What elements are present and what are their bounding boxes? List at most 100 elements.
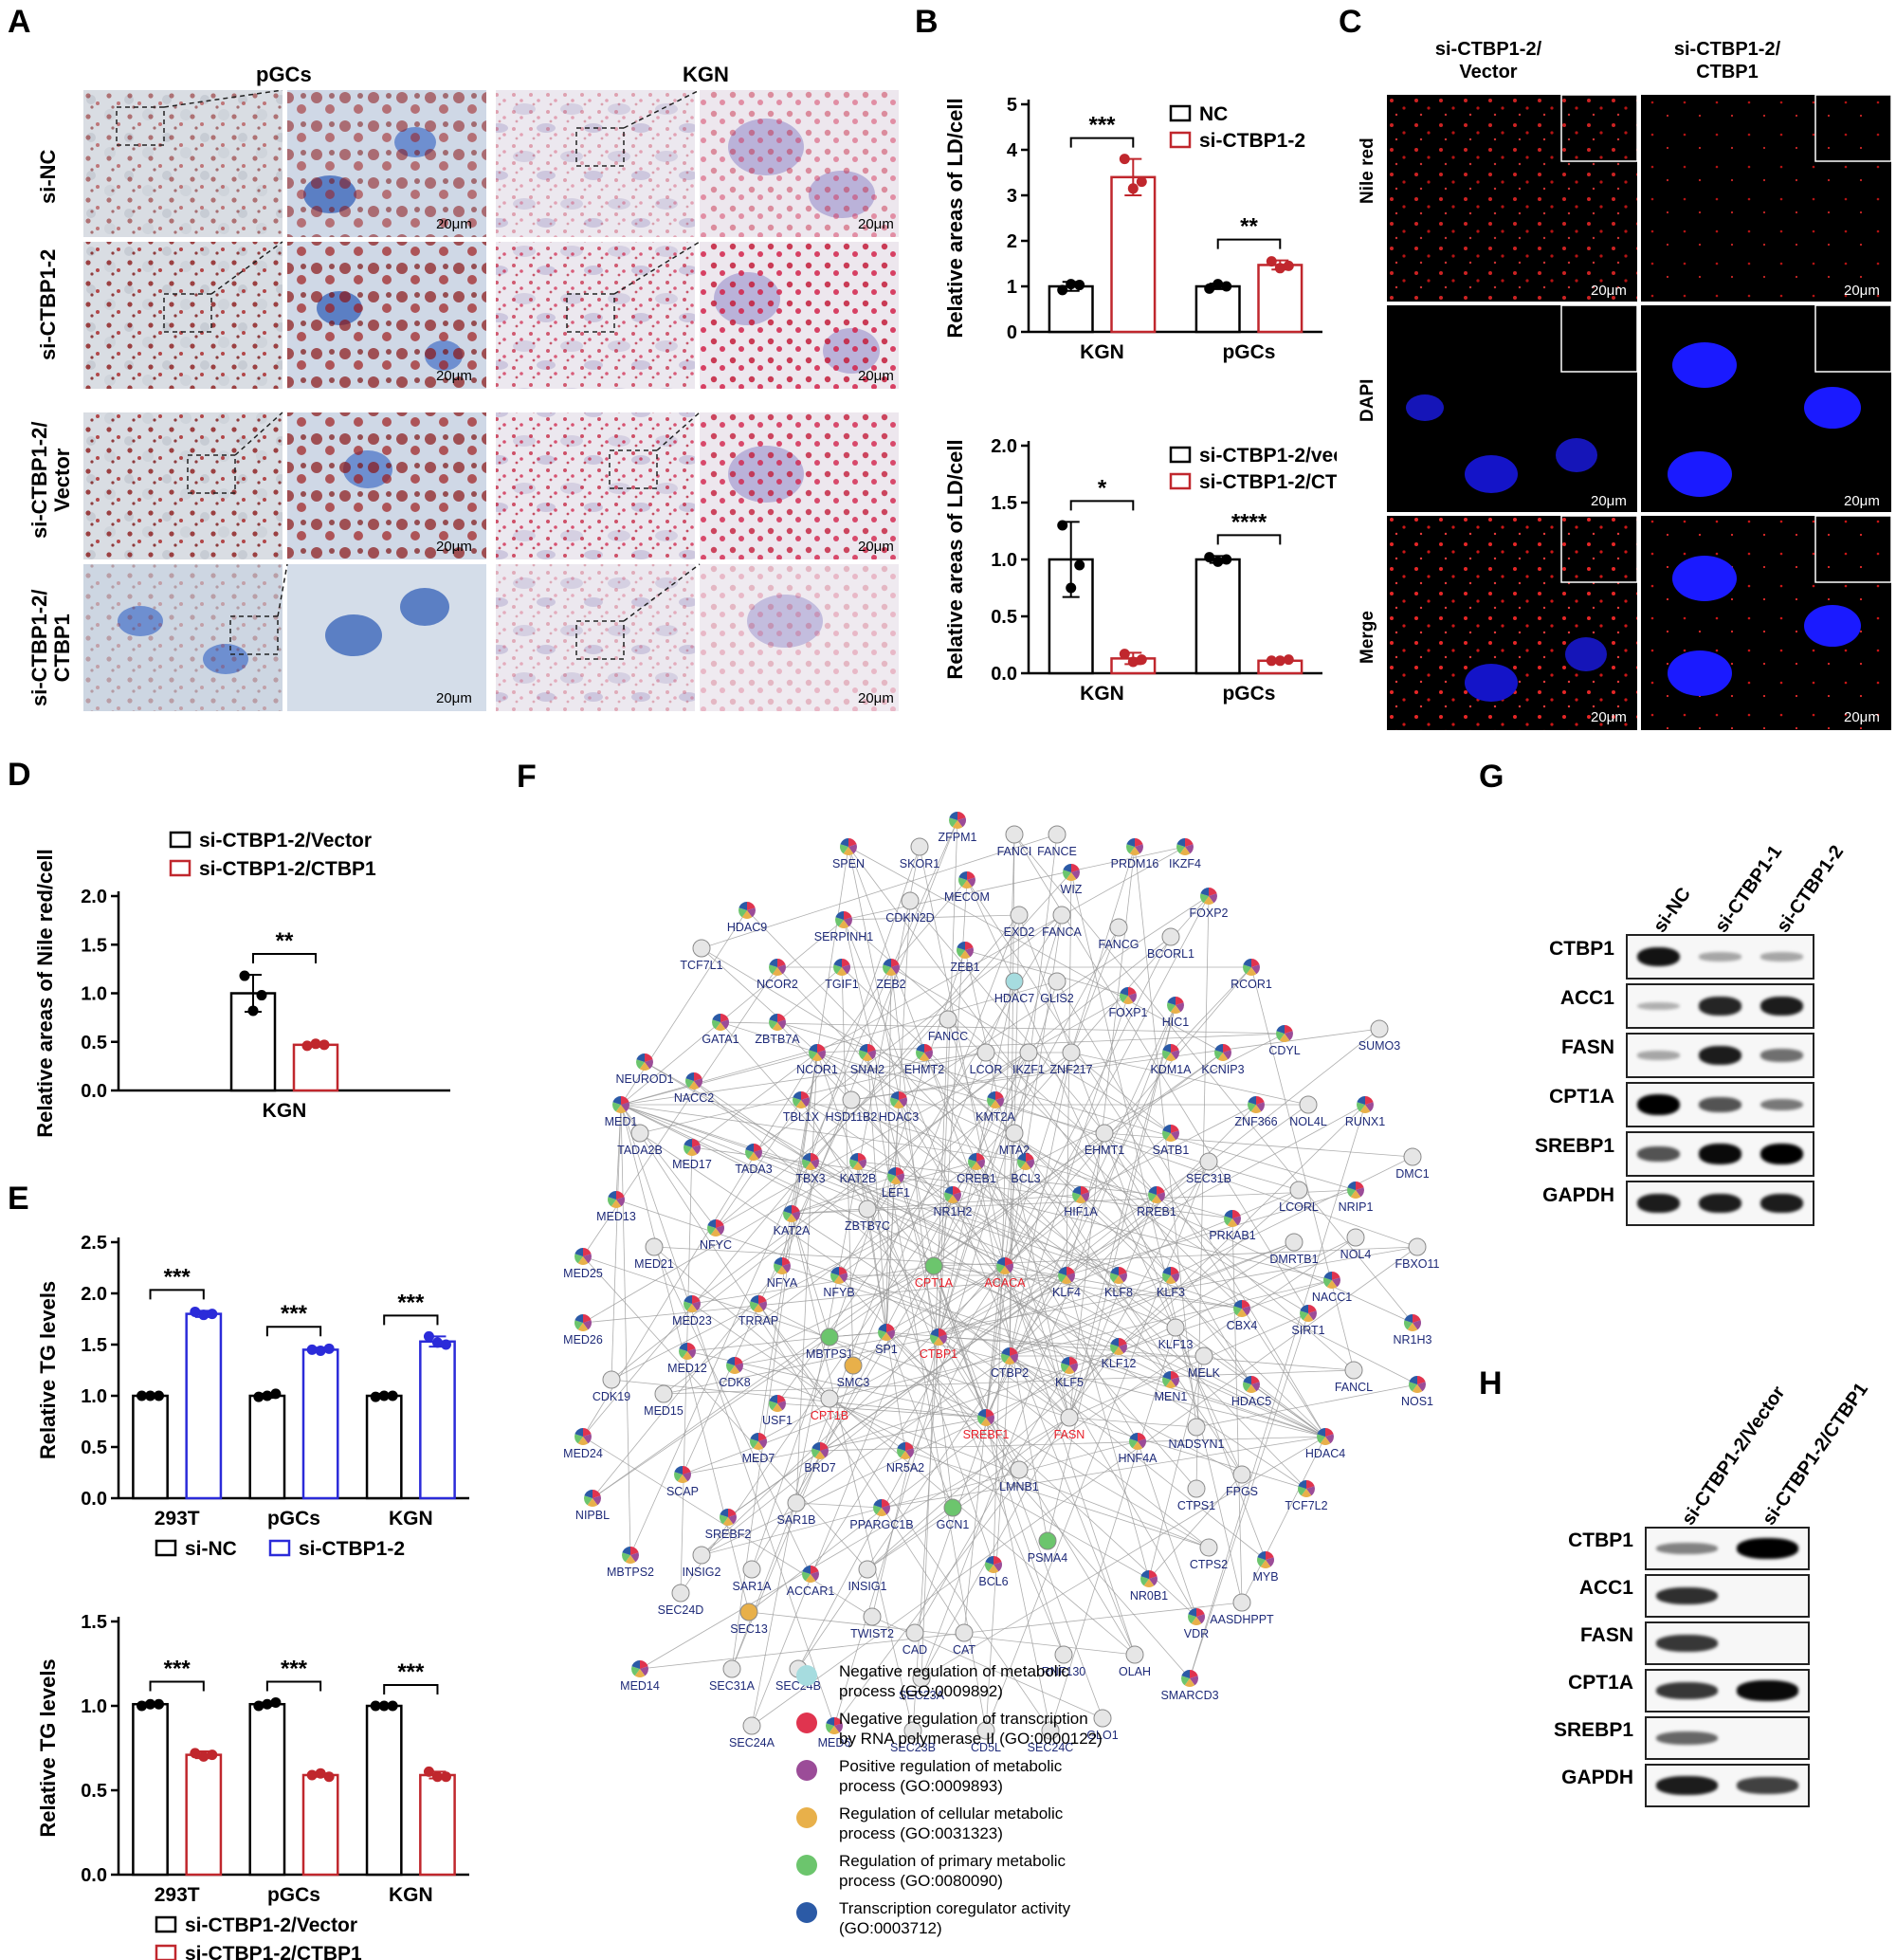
network-edge bbox=[866, 1417, 1070, 1570]
node-pie-slice bbox=[758, 1295, 767, 1304]
panel-a-micrographs bbox=[83, 90, 899, 711]
network-node: KMT2A bbox=[975, 1091, 1015, 1124]
node-label: OLAH bbox=[1119, 1665, 1151, 1678]
network-node: MED1 bbox=[605, 1096, 637, 1128]
network-edge bbox=[1103, 1132, 1252, 1385]
node-pie-slice bbox=[1064, 1365, 1075, 1374]
node-pie-slice bbox=[1113, 1346, 1124, 1355]
significance-label: ** bbox=[1240, 214, 1258, 240]
blot-row-label: SREBP1 bbox=[1534, 1135, 1614, 1157]
network-node: SREBF2 bbox=[705, 1509, 751, 1541]
node-pie-slice bbox=[772, 1022, 783, 1031]
blot-band bbox=[1760, 1098, 1803, 1111]
significance-bracket bbox=[252, 953, 317, 964]
node-circle bbox=[602, 1370, 621, 1389]
network-edge bbox=[653, 1246, 1136, 1656]
y-tick-label: 0.5 bbox=[81, 1781, 107, 1802]
network-node: FASN bbox=[1054, 1408, 1085, 1441]
legend-swatch bbox=[155, 1944, 177, 1960]
node-pie-slice bbox=[811, 1571, 820, 1582]
significance-bracket bbox=[149, 1680, 205, 1692]
data-point bbox=[423, 1766, 434, 1777]
node-pie-slice bbox=[1285, 1031, 1293, 1041]
x-tick-label: KGN bbox=[263, 1100, 307, 1122]
network-edge bbox=[843, 846, 1186, 921]
network-edge bbox=[611, 1033, 1285, 1381]
node-label: PRKAB1 bbox=[1209, 1229, 1255, 1242]
node-pie-slice bbox=[748, 1152, 759, 1161]
node-pie-slice bbox=[878, 1329, 886, 1340]
node-label: CTBP1 bbox=[920, 1347, 957, 1361]
node-pie-slice bbox=[881, 1332, 892, 1341]
network-edge bbox=[611, 936, 1172, 1381]
network-edge bbox=[829, 1398, 1150, 1580]
node-label: SEC13 bbox=[730, 1622, 768, 1636]
node-label: MED23 bbox=[672, 1314, 712, 1328]
node-pie-slice bbox=[1365, 1096, 1374, 1105]
node-label: MTA2 bbox=[999, 1144, 1030, 1157]
network-node: GATA1 bbox=[702, 1014, 739, 1046]
network-edge bbox=[582, 966, 778, 1257]
network-edge bbox=[1250, 966, 1355, 1371]
node-pie-slice bbox=[1176, 844, 1185, 854]
network-node: NACC2 bbox=[674, 1072, 714, 1105]
node-pie-slice bbox=[1148, 1192, 1157, 1202]
node-circle bbox=[1166, 1318, 1185, 1337]
node-pie-slice bbox=[893, 1100, 904, 1108]
node-label: CREB1 bbox=[957, 1172, 996, 1185]
node-pie-slice bbox=[1162, 1125, 1171, 1133]
blot-band bbox=[1656, 1682, 1718, 1699]
node-pie-slice bbox=[1120, 993, 1128, 1003]
data-point bbox=[1274, 655, 1285, 667]
node-label: MBTPS2 bbox=[607, 1566, 654, 1579]
network-node: MED23 bbox=[672, 1295, 712, 1328]
node-pie-slice bbox=[1404, 1314, 1413, 1323]
blot-band bbox=[1760, 1194, 1803, 1213]
network-node: HDAC4 bbox=[1305, 1428, 1345, 1460]
network-node: BCORL1 bbox=[1147, 927, 1194, 961]
node-label: CAT bbox=[953, 1643, 975, 1657]
node-pie-slice bbox=[1357, 1096, 1365, 1105]
node-pie-slice bbox=[835, 911, 844, 920]
legend-label: si-CTBP1-2/CTBP1 bbox=[1199, 471, 1337, 493]
node-pie-slice bbox=[1110, 1273, 1119, 1283]
blot-band bbox=[1699, 952, 1741, 962]
node-label: SNAI2 bbox=[850, 1063, 884, 1076]
network-edge bbox=[964, 949, 1070, 1419]
node-label: FANCI bbox=[997, 845, 1032, 858]
node-pie-slice bbox=[753, 1304, 764, 1312]
network-node: ACACA bbox=[984, 1257, 1026, 1290]
network-edge bbox=[639, 1602, 1243, 1670]
network-edge bbox=[1231, 1189, 1300, 1219]
node-pie-slice bbox=[645, 1053, 653, 1062]
go-legend-swatch bbox=[796, 1760, 817, 1781]
node-pie-slice bbox=[1110, 1267, 1119, 1275]
node-pie-slice bbox=[830, 1267, 839, 1275]
node-pie-slice bbox=[611, 1200, 622, 1208]
node-circle bbox=[820, 1328, 839, 1346]
node-pie-slice bbox=[1176, 997, 1184, 1005]
node-pie-slice bbox=[1110, 1338, 1119, 1346]
node-pie-slice bbox=[692, 1295, 701, 1304]
node-label: INSIG1 bbox=[848, 1580, 887, 1593]
node-pie-slice bbox=[1066, 872, 1077, 881]
network-node: INSIG2 bbox=[683, 1546, 721, 1579]
panel-a-scale-4: 20μm bbox=[858, 368, 894, 384]
node-pie-slice bbox=[685, 1072, 694, 1081]
node-pie-slice bbox=[1148, 1186, 1157, 1195]
node-pie-slice bbox=[1242, 1306, 1250, 1316]
y-tick-label: 0.5 bbox=[991, 607, 1017, 628]
network-edge bbox=[1009, 1355, 1243, 1475]
network-node: HDAC9 bbox=[727, 902, 767, 934]
blot-band bbox=[1760, 952, 1803, 962]
node-pie-slice bbox=[952, 820, 963, 829]
node-pie-slice bbox=[1356, 1181, 1364, 1190]
data-point bbox=[1136, 176, 1147, 188]
node-pie-slice bbox=[939, 1328, 947, 1337]
node-circle bbox=[955, 1623, 974, 1642]
node-pie-slice bbox=[1256, 1096, 1265, 1105]
network-node: OLAH bbox=[1119, 1645, 1151, 1678]
go-legend-label: Regulation of cellular metabolic process… bbox=[839, 1804, 1064, 1842]
data-point bbox=[440, 1771, 451, 1783]
network-edge bbox=[582, 1161, 859, 1324]
